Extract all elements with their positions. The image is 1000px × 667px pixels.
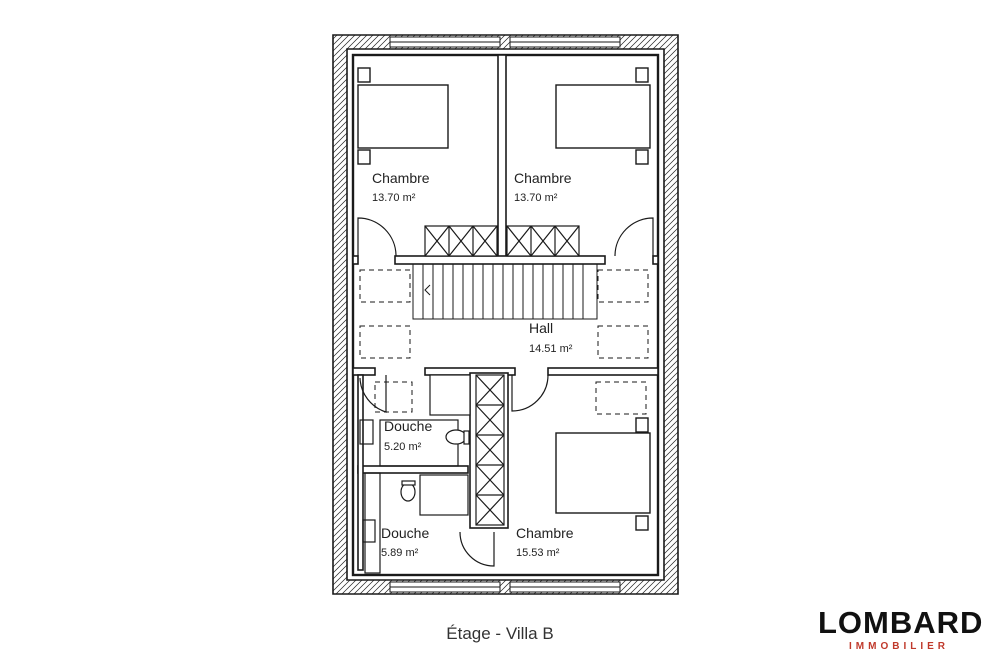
bed [357,67,651,531]
room-name: Hall [529,320,553,336]
room-name: Douche [384,418,432,434]
floor-plan: Chambre 13.70 m² Chambre 13.70 m² Hall 1… [332,34,679,595]
dashed-storage [359,269,649,415]
room-area: 13.70 m² [514,192,558,204]
room-area: 15.53 m² [516,547,560,559]
plan-caption: Étage - Villa B [446,624,554,643]
exterior-wall [332,34,679,595]
bathroom-fixture [359,374,471,574]
room-area: 14.51 m² [529,343,573,355]
room-area: 13.70 m² [372,192,416,204]
staircase [412,263,598,320]
room-name: Douche [381,525,429,541]
company-logo: LOMBARD IMMOBILIER [818,605,984,653]
room-labels: Chambre 13.70 m² Chambre 13.70 m² Hall 1… [372,170,574,559]
room-name: Chambre [372,170,430,186]
room-name: Chambre [516,525,574,541]
wardrobe [424,225,580,526]
room-area: 5.89 m² [381,547,419,559]
room-name: Chambre [514,170,572,186]
logo-tagline: IMMOBILIER [849,641,949,652]
logo-name: LOMBARD [818,605,984,640]
window [389,36,621,593]
room-area: 5.20 m² [384,441,422,453]
door [357,217,654,567]
